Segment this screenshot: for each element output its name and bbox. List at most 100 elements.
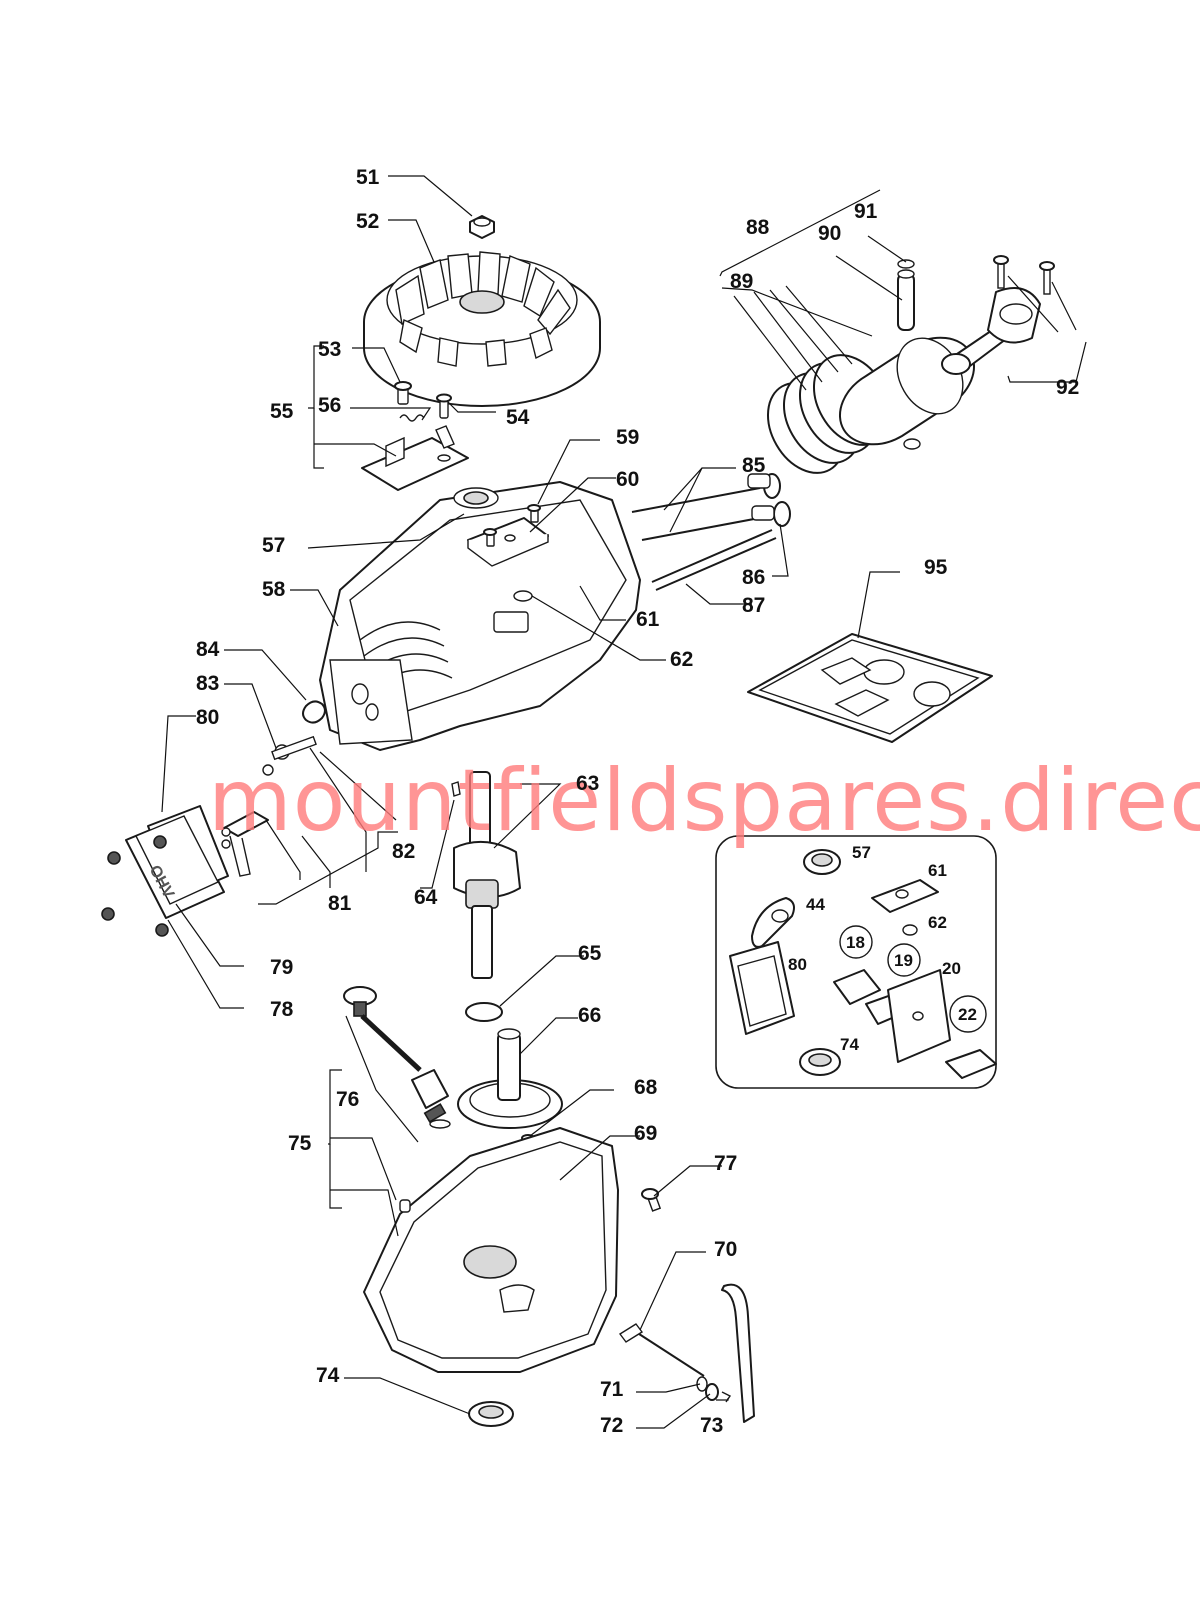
oring-62-part (513, 590, 533, 602)
inset-washer-19-part (887, 943, 921, 977)
connecting-rod-part (941, 287, 1041, 375)
label-58: 58 (262, 578, 286, 601)
screw-60-part (483, 528, 497, 547)
governor-shaft-part (618, 1323, 705, 1377)
inset-gasket-20-part (887, 969, 951, 1063)
label-69: 69 (634, 1122, 657, 1145)
part-labels: 51 52 53 55 56 54 59 60 57 58 61 62 84 8… (196, 166, 1079, 1437)
label-87: 87 (742, 594, 765, 617)
inset-gasket-61-part (871, 879, 939, 913)
label-77: 77 (714, 1152, 737, 1175)
label-89: 89 (730, 270, 753, 293)
push-rod-part (651, 529, 777, 591)
label-86: 86 (742, 566, 765, 589)
label-88: 88 (746, 216, 770, 239)
label-85: 85 (742, 454, 766, 477)
label-65: 65 (578, 942, 602, 965)
label-61: 61 (636, 608, 660, 631)
label-55: 55 (270, 400, 294, 423)
screw-54-part (436, 393, 452, 419)
inset-label-20: 20 (942, 959, 961, 978)
inset-label-62: 62 (928, 913, 947, 932)
gasket-set-bag-part (747, 633, 993, 743)
label-80: 80 (196, 706, 219, 729)
washer-72-part (705, 1383, 719, 1401)
label-78: 78 (270, 998, 294, 1021)
label-64: 64 (414, 886, 438, 909)
label-90: 90 (818, 222, 841, 245)
washer-71-part (696, 1376, 708, 1392)
inset-label-22: 22 (958, 1005, 977, 1024)
screw-53-part (394, 381, 412, 405)
flywheel-part (363, 251, 601, 407)
rocker-arm-part (223, 811, 269, 877)
label-53: 53 (318, 338, 341, 361)
inset-seal-57-part (803, 849, 841, 875)
rocker-hardware-part (221, 700, 326, 849)
inset-gasket-44-part (751, 897, 795, 948)
label-79: 79 (270, 956, 293, 979)
cylinder-block-part (319, 481, 641, 751)
label-70: 70 (714, 1238, 737, 1261)
label-83: 83 (196, 672, 219, 695)
governor-lever-part (721, 1283, 755, 1423)
woodruff-key-part (451, 781, 461, 797)
inset-label-44: 44 (806, 895, 825, 914)
valve-lifter-part (747, 473, 775, 521)
label-91: 91 (854, 200, 878, 223)
circlip-91-part (897, 259, 915, 269)
label-74: 74 (316, 1364, 340, 1387)
label-59: 59 (616, 426, 639, 449)
label-52: 52 (356, 210, 379, 233)
inset-labels: 57 61 44 62 18 80 19 20 22 74 (788, 843, 977, 1054)
inset-label-61: 61 (928, 861, 947, 880)
inset-label-19: 19 (894, 951, 913, 970)
label-68: 68 (634, 1076, 658, 1099)
rocker-cover-screws-part (101, 835, 169, 937)
oring-65-part (465, 1002, 503, 1022)
crankshaft-part (453, 771, 521, 979)
spring-56-part (399, 414, 425, 422)
inset-seal-74-part (799, 1048, 841, 1076)
label-56: 56 (318, 394, 341, 417)
inset-washer-18-part (839, 925, 873, 959)
label-73: 73 (700, 1414, 723, 1437)
conrod-bolt-right-part (1039, 261, 1055, 295)
label-72: 72 (600, 1414, 623, 1437)
label-63: 63 (576, 772, 599, 795)
label-51: 51 (356, 166, 380, 189)
oil-seal-74-part (468, 1401, 514, 1427)
inset-oring-62-part (902, 924, 918, 936)
circlip-lower-part (903, 438, 921, 450)
inset-label-80: 80 (788, 955, 807, 974)
inset-gasket-80-part (729, 941, 795, 1035)
label-92: 92 (1056, 376, 1079, 399)
label-84: 84 (196, 638, 220, 661)
inset-washer-22-part (949, 995, 987, 1033)
leader-lines (161, 175, 1087, 1429)
label-54: 54 (506, 406, 530, 429)
label-76: 76 (336, 1088, 359, 1111)
crankcase-cover-part (363, 1127, 619, 1373)
dipstick-part (343, 986, 451, 1129)
watermark-text: mountfieldspares.direct (208, 751, 1200, 851)
inset-label-57: 57 (852, 843, 871, 862)
inset-label-18: 18 (846, 933, 865, 952)
dowel-pin-part (399, 1199, 411, 1213)
rocker-cover-part (125, 805, 229, 919)
label-60: 60 (616, 468, 639, 491)
label-95: 95 (924, 556, 948, 579)
label-62: 62 (670, 648, 693, 671)
label-81: 81 (328, 892, 352, 915)
screw-77-part (641, 1188, 662, 1212)
gasket-inset (715, 835, 997, 1089)
inset-label-74: 74 (840, 1035, 859, 1054)
screw-59-part (527, 504, 541, 523)
piston-part (839, 336, 975, 446)
label-66: 66 (578, 1004, 601, 1027)
inset-gasket-bottom-part (945, 1049, 997, 1079)
label-82: 82 (392, 840, 415, 863)
camshaft-part (457, 1028, 563, 1129)
label-71: 71 (600, 1378, 624, 1401)
